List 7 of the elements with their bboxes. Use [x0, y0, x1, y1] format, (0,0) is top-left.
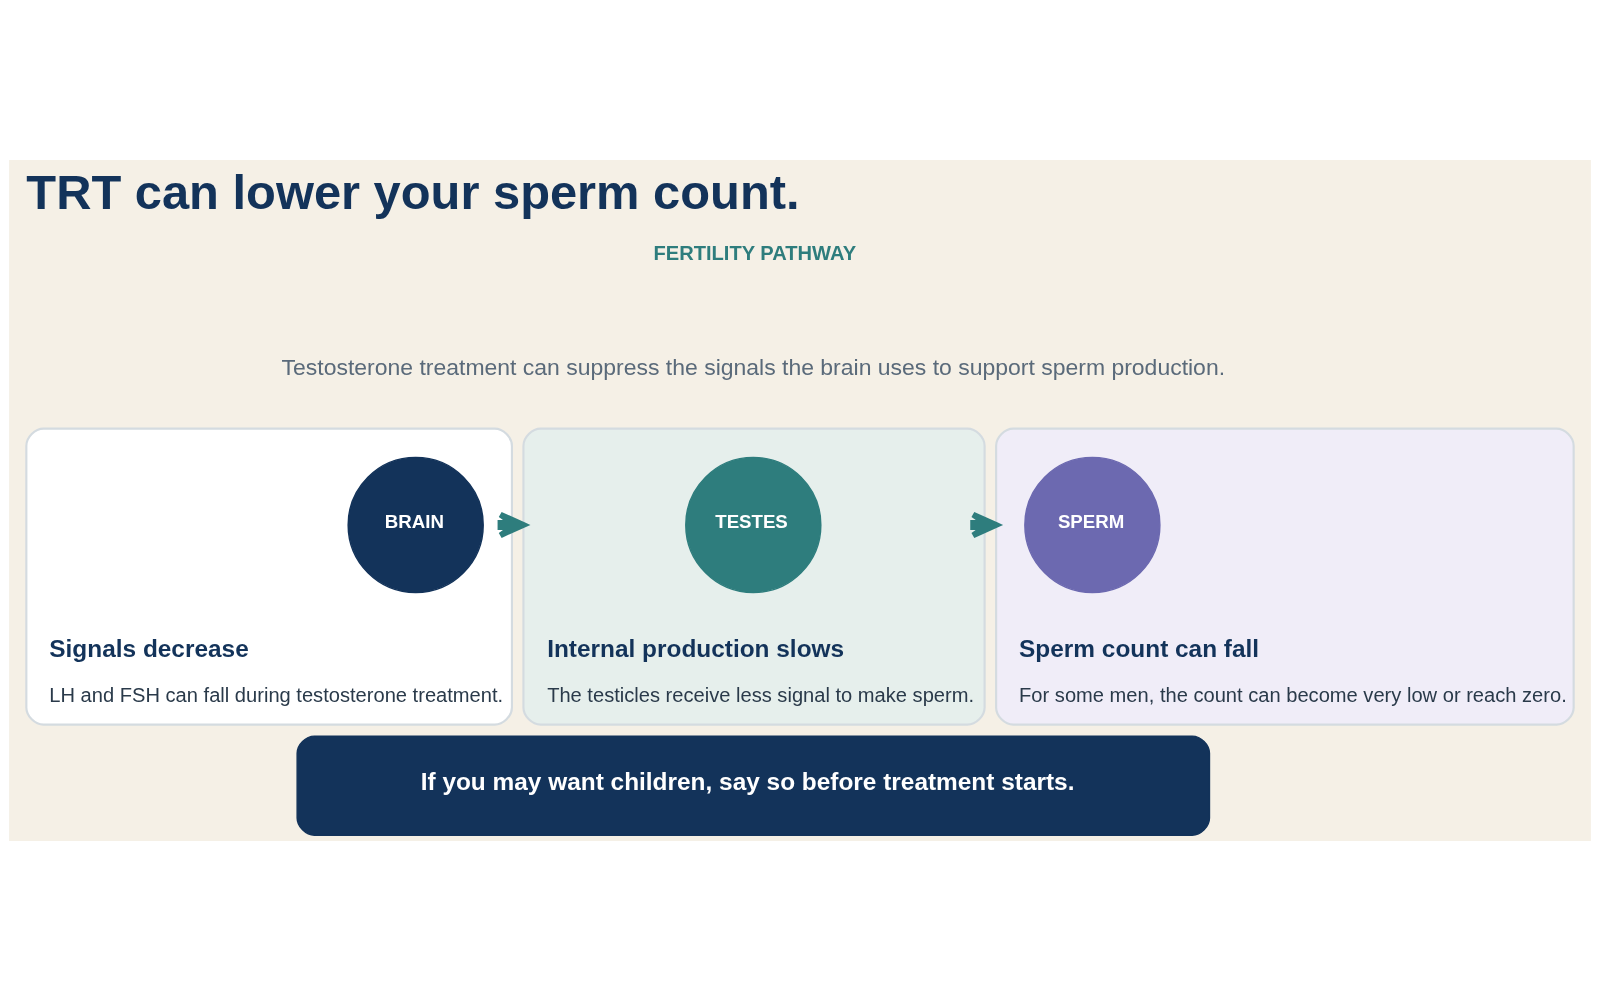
node-circle: TESTES [685, 456, 822, 593]
label: Testosterone treatment can suppress the signals the brain uses to support sperm production. [281, 353, 1226, 380]
diagram-title: TRT can lower your sperm count. [26, 164, 800, 219]
node-box: If you may want children, say so before treatment starts. [296, 734, 1211, 836]
node-circle: SPERM [1024, 456, 1161, 593]
node-circle: BRAIN [347, 456, 484, 593]
label: FERTILITY PATHWAY [653, 241, 857, 264]
